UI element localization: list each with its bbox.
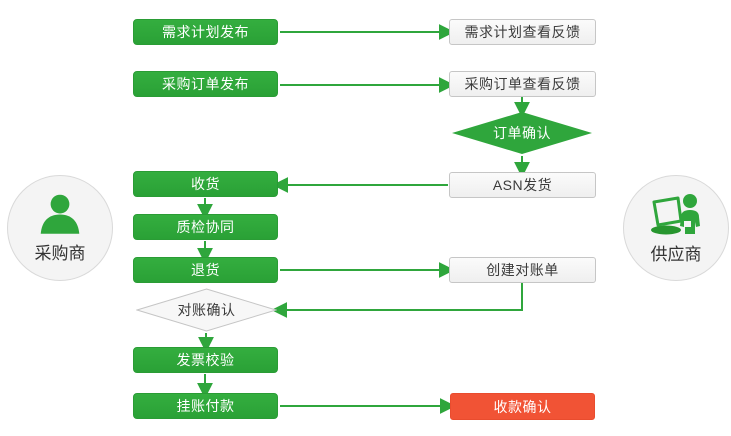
node-receive: 收货 — [133, 171, 278, 197]
node-invoice-verify: 发票校验 — [133, 347, 278, 373]
node-quality-check: 质检协同 — [133, 214, 278, 240]
person-at-computer-icon — [648, 191, 704, 239]
supplier-actor: 供应商 — [623, 175, 729, 281]
node-return-goods: 退货 — [133, 257, 278, 283]
node-statement-confirm: 对账确认 — [136, 288, 277, 332]
node-po-feedback: 采购订单查看反馈 — [449, 71, 596, 97]
node-po-publish: 采购订单发布 — [133, 71, 278, 97]
node-demand-plan-feedback: 需求计划查看反馈 — [449, 19, 596, 45]
node-payment: 挂账付款 — [133, 393, 278, 419]
buyer-actor: 采购商 — [7, 175, 113, 281]
buyer-label: 采购商 — [34, 244, 86, 263]
node-asn-ship: ASN发货 — [449, 172, 596, 198]
order-confirm-label: 订单确认 — [493, 125, 551, 141]
node-order-confirm: 订单确认 — [452, 112, 592, 154]
node-receipt-confirm: 收款确认 — [450, 393, 595, 420]
statement-confirm-label: 对账确认 — [177, 302, 236, 318]
node-demand-plan-publish: 需求计划发布 — [133, 19, 278, 45]
supplier-label: 供应商 — [650, 245, 702, 264]
node-create-statement: 创建对账单 — [449, 257, 596, 283]
connector-create-statement-to-statement-confirm — [271, 283, 523, 318]
person-icon — [35, 192, 85, 238]
